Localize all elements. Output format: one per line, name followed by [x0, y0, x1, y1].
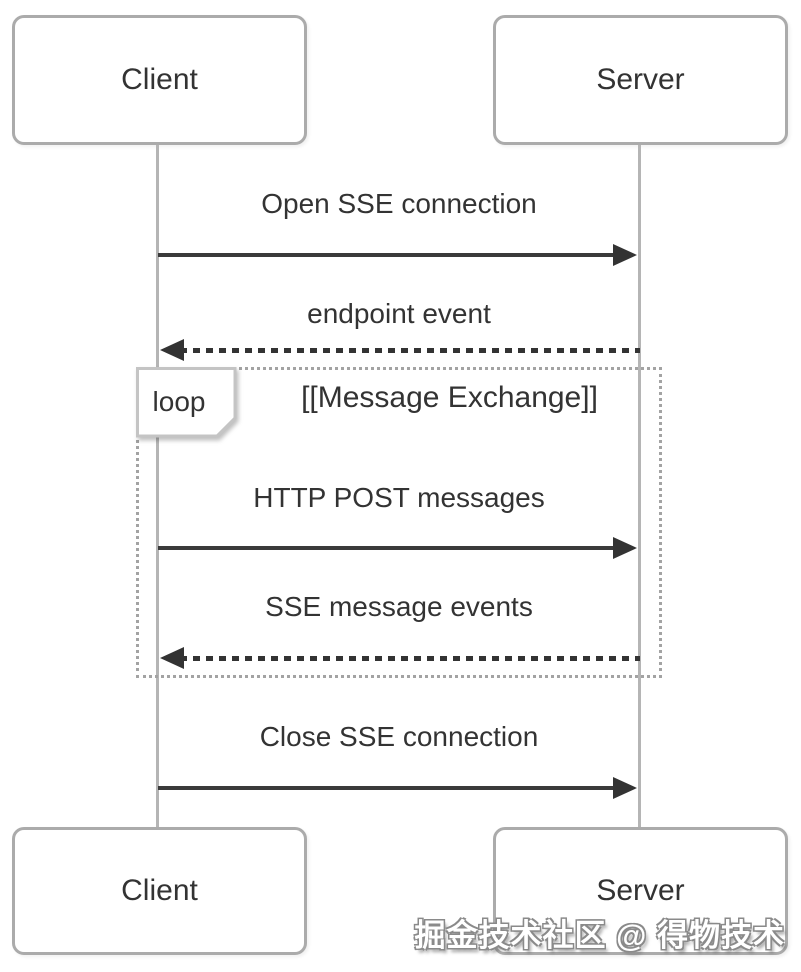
message-label-http-post: HTTP POST messages: [253, 482, 545, 513]
actor-label-client-bottom: Client: [121, 874, 198, 907]
arrow-head-right-icon: [613, 244, 637, 266]
loop-operator-label: loop: [152, 386, 206, 417]
arrow-open-sse: [158, 243, 637, 267]
arrow-sse-events: [160, 646, 640, 670]
arrow-line-dotted: [180, 656, 640, 661]
loop-title: [[Message Exchange]]: [301, 381, 598, 414]
arrow-line: [158, 786, 617, 790]
message-label-open-sse: Open SSE connection: [261, 188, 537, 219]
lifeline-server: [638, 145, 641, 827]
arrow-line-dotted: [180, 348, 640, 353]
lifeline-client: [156, 145, 159, 827]
message-label-sse-events: SSE message events: [265, 591, 533, 622]
loop-operator-badge: loop: [136, 367, 237, 438]
watermark-text: 掘金技术社区 @ 得物技术: [414, 918, 785, 953]
arrow-http-post: [158, 536, 637, 560]
actor-box-server-top: Server: [493, 15, 788, 145]
arrow-line: [158, 253, 617, 257]
actor-box-server-bottom: Server: [493, 827, 788, 955]
arrow-head-right-icon: [613, 537, 637, 559]
actor-label-server-top: Server: [596, 63, 685, 96]
arrow-line: [158, 546, 617, 550]
arrow-head-right-icon: [613, 777, 637, 799]
actor-box-client-top: Client: [12, 15, 307, 145]
message-label-endpoint-event: endpoint event: [307, 298, 491, 329]
arrow-head-left-icon: [160, 647, 184, 669]
message-label-close-sse: Close SSE connection: [259, 721, 539, 752]
loop-badge-shape-icon: [136, 367, 237, 438]
actor-label-server-bottom: Server: [596, 874, 685, 907]
loop-fragment-frame: [136, 367, 662, 678]
actor-label-client-top: Client: [121, 63, 198, 96]
arrow-head-left-icon: [160, 339, 184, 361]
arrow-close-sse: [158, 776, 637, 800]
actor-box-client-bottom: Client: [12, 827, 307, 955]
arrow-endpoint-event: [160, 338, 640, 362]
